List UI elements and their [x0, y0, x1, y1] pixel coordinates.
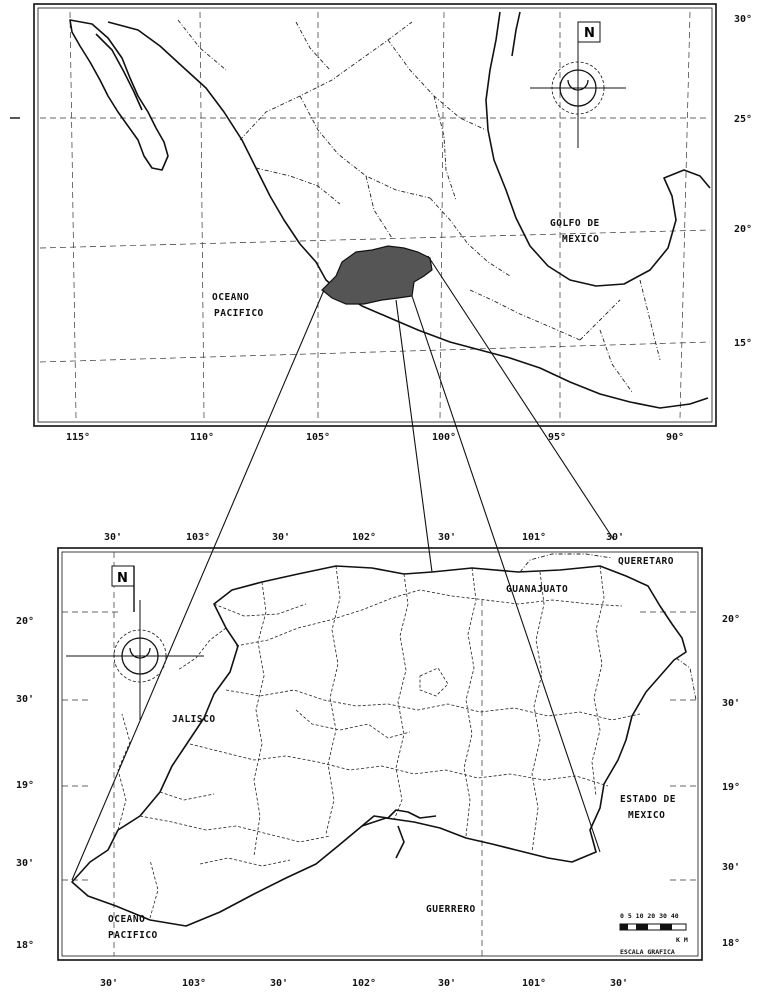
- detail-lat-left-3: 19°: [16, 780, 34, 791]
- detail-lat-right-1: 20°: [722, 614, 740, 625]
- detail-graticule: [62, 552, 698, 956]
- overview-north-label: N: [584, 26, 595, 41]
- overview-lon-105: 105°: [306, 432, 330, 443]
- balsas-river: [361, 809, 437, 827]
- overview-lon-110: 110°: [190, 432, 214, 443]
- ocean-label-line2: PACIFICO: [214, 308, 264, 319]
- overview-map: N OCEANO PACIFICO GOLFO DE MEXICO 115° 1…: [10, 3, 752, 443]
- label-queretaro: QUERETARO: [618, 556, 674, 567]
- detail-lon-top-2: 103°: [186, 532, 210, 543]
- detail-lon-bottom-3: 30': [270, 978, 288, 989]
- overview-lat-15: 15°: [734, 338, 752, 349]
- label-ocean-line2: PACIFICO: [108, 930, 158, 941]
- pacific-coast: [107, 21, 709, 409]
- detail-lon-top-4: 102°: [352, 532, 376, 543]
- detail-frame: [57, 547, 703, 961]
- label-guerrero: GUERRERO: [426, 904, 476, 915]
- scale-unit: K M: [676, 936, 688, 944]
- overview-lat-20: 20°: [734, 224, 752, 235]
- detail-compass: [66, 565, 204, 720]
- michoacan-outline: [71, 565, 687, 927]
- label-estado-de-mexico-line1: ESTADO DE: [620, 794, 676, 805]
- detail-lat-left-5: 18°: [16, 940, 34, 951]
- scale-ticks: 0 5 10 20 30 40: [620, 912, 679, 920]
- scale-caption: ESCALA GRAFICA: [620, 948, 675, 956]
- overview-lon-115: 115°: [66, 432, 90, 443]
- detail-lat-left-4: 30': [16, 858, 34, 869]
- label-guanajuato: GUANAJUATO: [506, 584, 568, 595]
- detail-lat-right-3: 19°: [722, 782, 740, 793]
- detail-lon-bottom-2: 103°: [182, 978, 206, 989]
- detail-lon-bottom-4: 102°: [352, 978, 376, 989]
- detail-lon-bottom-6: 101°: [522, 978, 546, 989]
- inset-leader-lines: [71, 255, 615, 881]
- overview-compass: [530, 21, 626, 148]
- scale-bar: 0 5 10 20 30 40 K M ESCALA GRAFICA: [619, 912, 688, 956]
- detail-lon-top-1: 30': [104, 532, 122, 543]
- detail-inner-frame: [61, 551, 699, 957]
- detail-lon-top-6: 101°: [522, 532, 546, 543]
- gulf-label-line2: MEXICO: [562, 234, 599, 245]
- label-estado-de-mexico-line2: MEXICO: [628, 810, 665, 821]
- michoacan-highlight: [321, 245, 433, 305]
- municipal-borders: [117, 565, 641, 919]
- overview-frame: [33, 3, 717, 427]
- overview-lat-25: 25°: [734, 114, 752, 125]
- overview-lon-100: 100°: [432, 432, 456, 443]
- detail-lat-left-2: 30': [16, 694, 34, 705]
- detail-lat-right-5: 18°: [722, 938, 740, 949]
- detail-lon-top-5: 30': [438, 532, 456, 543]
- overview-lat-30: 30°: [734, 14, 752, 25]
- overview-inner-frame: [37, 7, 713, 423]
- gulf-label-line1: GOLFO DE: [550, 218, 600, 229]
- overview-lon-90: 90°: [666, 432, 684, 443]
- detail-lon-bottom-5: 30': [438, 978, 456, 989]
- baja-california-coast: [69, 19, 169, 171]
- label-jalisco: JALISCO: [172, 714, 216, 725]
- detail-lon-bottom-1: 30': [100, 978, 118, 989]
- detail-lon-top-7: 30': [606, 532, 624, 543]
- detail-lon-top-3: 30': [272, 532, 290, 543]
- overview-lon-95: 95°: [548, 432, 566, 443]
- overview-state-borders: [177, 19, 661, 393]
- detail-north-label: N: [117, 571, 128, 586]
- gulf-coast: [485, 11, 711, 287]
- label-ocean-line1: OCEANO: [108, 914, 145, 925]
- detail-lat-left-1: 20°: [16, 616, 34, 627]
- detail-lon-bottom-7: 30': [610, 978, 628, 989]
- detail-lat-right-4: 30': [722, 862, 740, 873]
- detail-map: N QUERETARO GUANAJUATO JALISCO ESTADO DE…: [16, 532, 740, 989]
- ocean-label-line1: OCEANO: [212, 292, 249, 303]
- detail-lat-right-2: 30': [722, 698, 740, 709]
